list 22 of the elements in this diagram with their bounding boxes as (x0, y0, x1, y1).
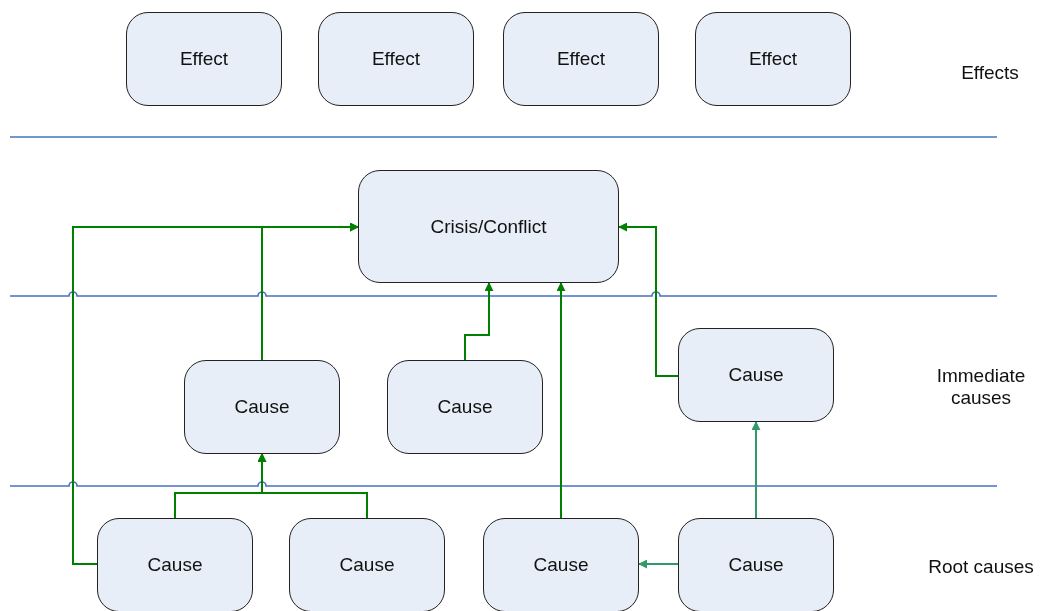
arrow (464, 282, 494, 361)
rounded-box: Cause (184, 360, 340, 454)
rounded-box: Effect (695, 12, 851, 106)
row-label: Root causes (927, 556, 1035, 578)
rounded-box: Effect (503, 12, 659, 106)
arrow (638, 559, 679, 569)
rounded-box: Cause (97, 518, 253, 611)
rounded-box: Cause (678, 328, 834, 422)
rounded-box: Effect (318, 12, 474, 106)
arrow (618, 222, 679, 377)
arrow (261, 222, 359, 361)
rounded-box: Cause (289, 518, 445, 611)
arrow (556, 282, 566, 519)
rounded-box: Cause (678, 518, 834, 611)
rounded-box: Crisis/Conflict (358, 170, 619, 283)
row-label: Effects (960, 62, 1020, 84)
rounded-box: Cause (387, 360, 543, 454)
arrow (751, 421, 761, 519)
rounded-box: Effect (126, 12, 282, 106)
row-label: Immediate causes (935, 365, 1027, 409)
rounded-box: Cause (483, 518, 639, 611)
arrow (257, 453, 368, 519)
